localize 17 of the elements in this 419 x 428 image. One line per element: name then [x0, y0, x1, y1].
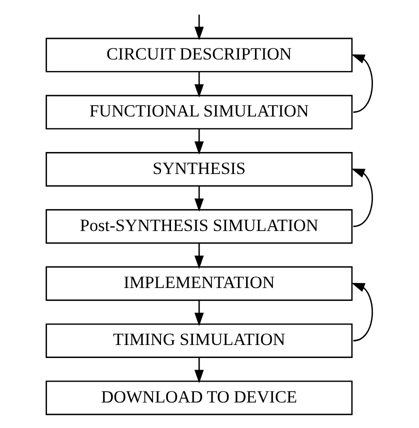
arrow — [194, 300, 204, 326]
node-box: CIRCUIT DESCRIPTION — [46, 38, 353, 72]
node-box: DOWNLOAD TO DEVICE — [46, 380, 353, 416]
node-box: SYNTHESIS — [46, 152, 353, 187]
node-box: FUNCTIONAL SIMULATION — [46, 94, 353, 130]
arrow — [194, 128, 204, 155]
arrow — [194, 14, 204, 40]
arrow — [351, 168, 373, 228]
arrow — [194, 243, 204, 269]
arrow — [194, 72, 204, 98]
arrow — [194, 186, 204, 212]
arrow — [351, 282, 373, 342]
node-box: TIMING SIMULATION — [46, 323, 353, 358]
arrow — [351, 54, 373, 113]
arrow — [194, 358, 204, 384]
node-box: Post-SYNTHESIS SIMULATION — [46, 209, 353, 244]
node-box: IMPLEMENTATION — [46, 266, 353, 301]
